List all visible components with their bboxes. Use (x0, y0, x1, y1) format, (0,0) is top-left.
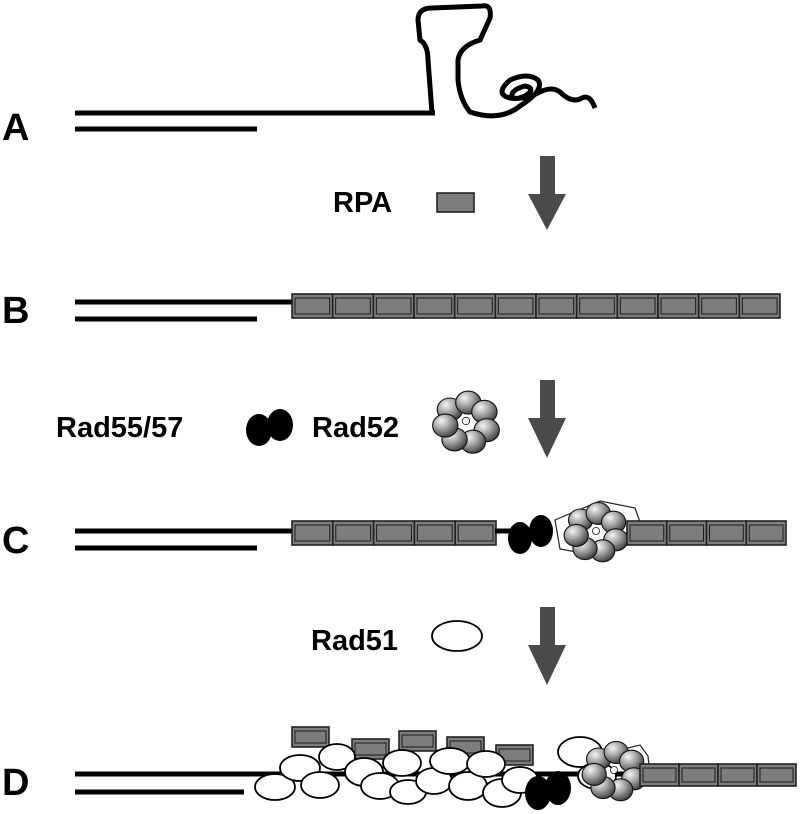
arrow-head (528, 194, 566, 230)
arrow-head (528, 418, 566, 458)
panel-label-d: D (2, 762, 29, 804)
rad51-icon (431, 620, 483, 652)
rpa-protein (639, 763, 680, 787)
ssdna-secondary-structure (415, 3, 598, 119)
rad51-protein (300, 771, 340, 799)
rpa-protein (665, 520, 708, 546)
rad51-protein (382, 749, 422, 777)
rpa-protein (413, 520, 456, 546)
rpa-legend: RPA (333, 187, 475, 219)
rad55-57-icon (246, 409, 293, 446)
rpa-protein (535, 293, 578, 319)
rpa-protein (291, 726, 330, 748)
rpa-coated-ssdna-right (626, 520, 787, 546)
rpa-protein (494, 293, 537, 319)
rpa-protein (398, 730, 437, 752)
rpa-label: RPA (333, 187, 392, 219)
rpa-protein (626, 520, 668, 546)
rpa-coated-ssdna-right (639, 763, 797, 787)
rpa-protein (738, 293, 781, 319)
panel-b: B Rad55/57 Rad52 (2, 290, 781, 458)
rpa-protein (697, 293, 741, 319)
rad52-ring-bound (581, 740, 647, 802)
rpa-protein (756, 763, 797, 787)
rad52-subunit (432, 413, 459, 438)
rpa-protein (705, 520, 748, 546)
arrow-shaft (540, 607, 555, 647)
panel-a: A RPA (2, 3, 598, 230)
dna-duplex (75, 299, 292, 322)
arrow-shaft (540, 156, 555, 196)
rpa-protein (413, 293, 456, 319)
rad52-ring-bound (563, 501, 629, 563)
panel-label-c: C (2, 520, 29, 562)
rpa-icon (436, 192, 475, 213)
rpa-protein (657, 293, 700, 319)
rpa-protein (453, 293, 497, 319)
rpa-protein (372, 293, 415, 319)
mediator-legend: Rad55/57 Rad52 (56, 390, 500, 454)
displaced-rpa (291, 726, 534, 766)
rpa-protein (717, 763, 758, 787)
rad52-ring-center (610, 766, 618, 774)
arrow-shaft (540, 380, 555, 420)
rad51-filament (254, 736, 617, 808)
rad51-protein (254, 773, 296, 801)
rpa-protein (331, 293, 375, 319)
rad52-ring-center (592, 527, 600, 535)
rpa-coated-ssdna-left (291, 520, 497, 546)
panel-d: D (2, 726, 797, 810)
rad51-protein (466, 750, 506, 778)
rpa-protein (291, 293, 334, 319)
rpa-protein (291, 520, 334, 546)
rad52-label: Rad52 (312, 412, 399, 444)
rad55-57-label: Rad55/57 (56, 412, 183, 444)
panel-label-b: B (2, 290, 29, 332)
rad55-57-bound (525, 771, 571, 810)
rpa-coated-ssdna (291, 293, 781, 319)
rpa-protein (351, 738, 390, 760)
rad55-57-bound (508, 515, 553, 554)
rad52-subunit (581, 762, 607, 786)
rpa-protein (454, 520, 497, 546)
rpa-protein (616, 293, 659, 319)
rad52-ring-center (461, 416, 471, 426)
dna-duplex (75, 110, 435, 132)
panel-label-a: A (2, 107, 29, 149)
dna-duplex (75, 528, 292, 551)
rpa-protein (575, 293, 619, 319)
arrow-a-to-b (528, 156, 566, 230)
rpa-protein (678, 763, 719, 787)
rad52-subunit (563, 523, 589, 547)
rad51-label: Rad51 (311, 625, 398, 657)
panel-c: C Rad51 (2, 500, 787, 685)
arrow-c-to-d (528, 607, 566, 685)
rpa-protein (372, 520, 416, 546)
rpa-protein (331, 520, 375, 546)
arrow-head (528, 645, 566, 685)
rpa-protein (745, 520, 787, 546)
arrow-b-to-c (528, 380, 566, 458)
rad51-protein (429, 747, 471, 775)
rad52-ring-icon (432, 390, 500, 454)
rad51-legend: Rad51 (311, 620, 483, 657)
rad51-protein (318, 743, 356, 771)
